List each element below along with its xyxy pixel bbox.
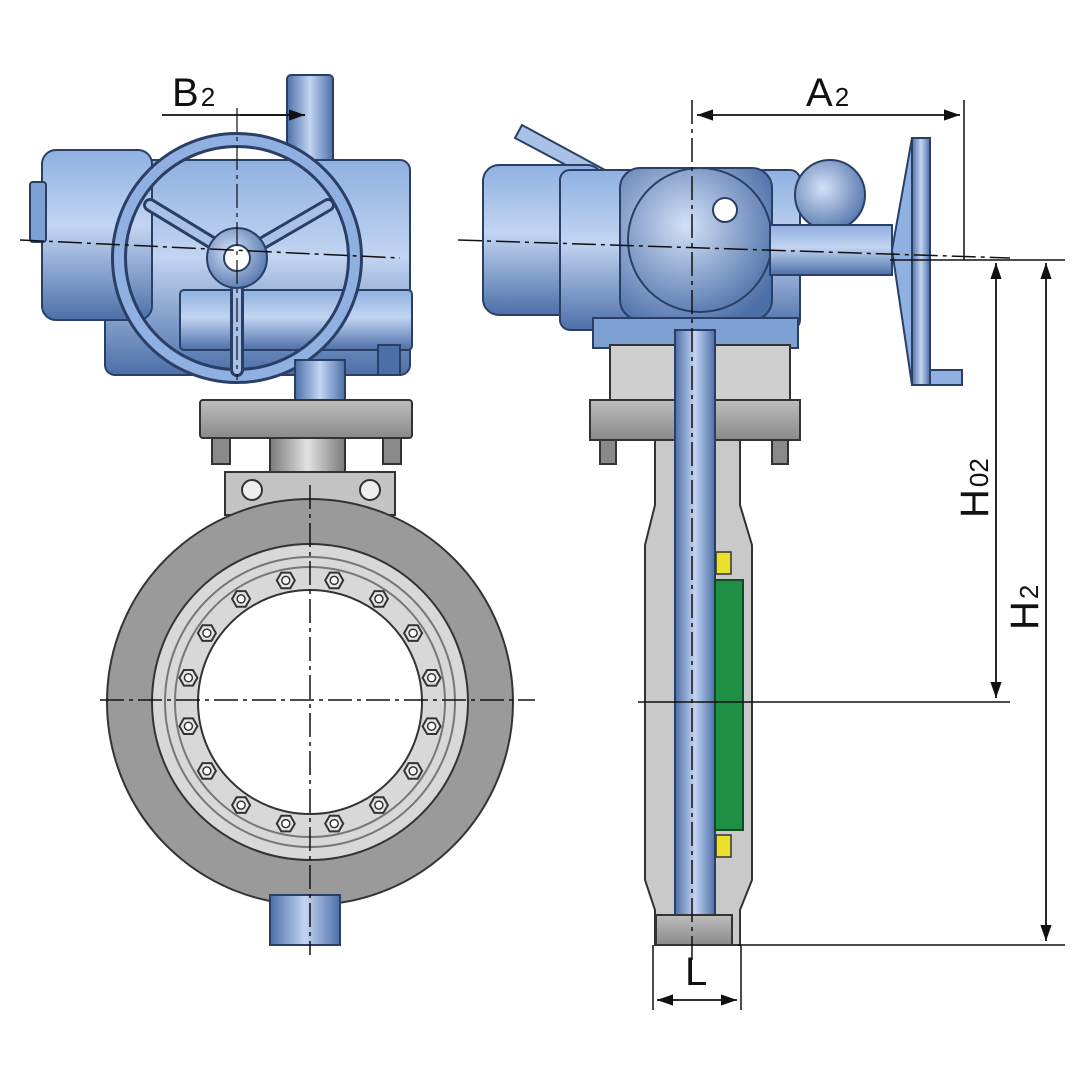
stem-bottom xyxy=(269,894,341,946)
bolt-hole xyxy=(202,628,212,638)
bolt-hole xyxy=(329,575,339,586)
motor xyxy=(41,149,153,321)
dim-label-h2: H2 xyxy=(1003,585,1047,630)
dim-label-a2: A2 xyxy=(806,71,849,115)
bolt-hole xyxy=(408,766,418,776)
dim-label-l: L xyxy=(685,950,707,994)
disc-seal xyxy=(714,579,744,831)
bolt-hole xyxy=(374,800,384,810)
bolt-hole xyxy=(236,800,246,810)
position-indicator-icon xyxy=(794,159,866,231)
bolt-hole xyxy=(426,721,437,731)
bolt-hole xyxy=(183,721,194,731)
bolt-ring xyxy=(178,571,442,833)
side-stem xyxy=(674,329,716,921)
bolt-hole xyxy=(408,628,418,638)
bolt-hole xyxy=(329,818,339,829)
bolt-hole xyxy=(202,766,212,776)
side-view xyxy=(457,100,1065,1010)
dim-label-b2: B2 xyxy=(172,71,215,115)
inspection-port-icon xyxy=(712,197,738,223)
bolt-hole xyxy=(374,594,384,604)
front-view xyxy=(19,74,535,955)
dim-label-h02: H02 xyxy=(953,458,997,518)
bolt-hole xyxy=(183,673,194,683)
top-flange xyxy=(199,399,413,439)
bolt-hole xyxy=(281,575,291,586)
bolt-hole xyxy=(281,818,291,829)
bolt-hole xyxy=(236,594,246,604)
gearbox-lower xyxy=(179,289,413,351)
bolt-hole xyxy=(426,673,437,683)
